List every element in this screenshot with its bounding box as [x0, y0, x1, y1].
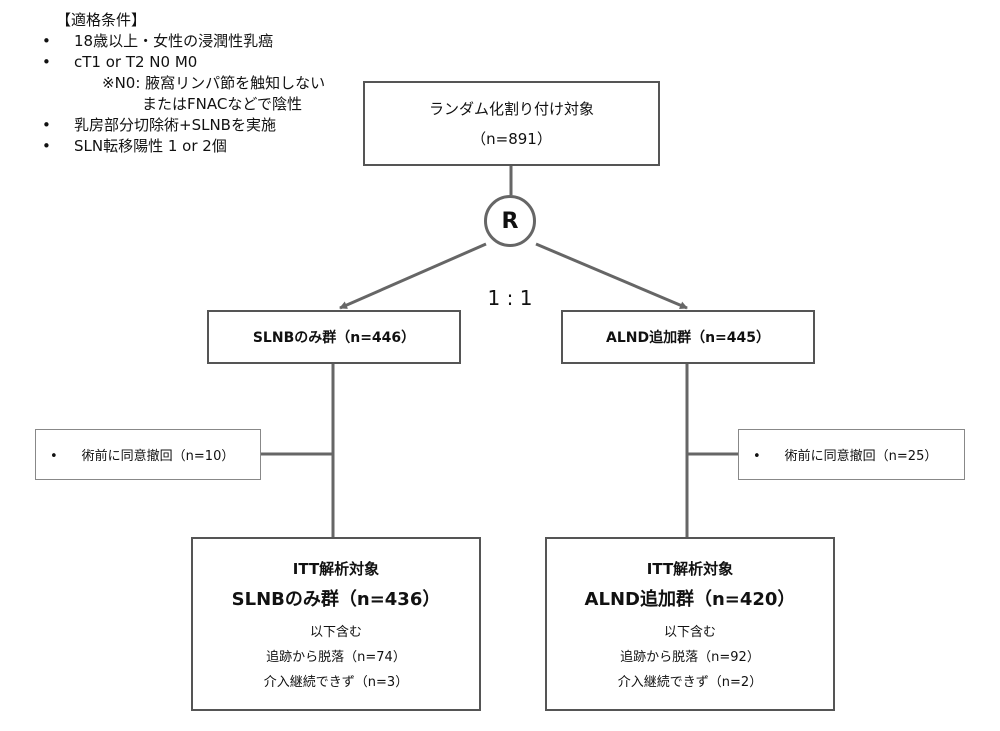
itt-includes-alnd: 以下含む — [663, 624, 716, 640]
exclusion-box-slnb: • 術前に同意撤回（n=10） — [35, 429, 261, 480]
arm-label-alnd: ALND追加群（n=445） — [605, 330, 770, 346]
eligibility-title: 【適格条件】 — [56, 11, 147, 29]
eligibility-item-sln: SLN転移陽性 1 or 2個 — [42, 136, 325, 157]
eligibility-item-age: 18歳以上・女性の浸潤性乳癌 — [42, 31, 325, 52]
exclusion-box-alnd: • 術前に同意撤回（n=25） — [738, 429, 965, 480]
eligibility-criteria: 【適格条件】 18歳以上・女性の浸潤性乳癌 cT1 or T2 N0 M0 ※N… — [42, 10, 325, 157]
exclusion-item-alnd: • 術前に同意撤回（n=25） — [753, 445, 937, 464]
eligibility-note-line2: またはFNACなどで陰性 — [142, 95, 303, 113]
itt-lost-alnd: 追跡から脱落（n=92） — [620, 649, 760, 665]
eligibility-item-surgery: 乳房部分切除術+SLNBを実施 — [42, 115, 325, 136]
allocation-ratio: 1 : 1 — [487, 286, 533, 310]
arm-box-alnd: ALND追加群（n=445） — [561, 310, 815, 364]
randomization-label: ランダム化割り付け対象 — [428, 99, 594, 118]
eligibility-list-continued: 乳房部分切除術+SLNBを実施 SLN転移陽性 1 or 2個 — [42, 115, 325, 157]
itt-discontinued-alnd: 介入継続できず（n=2） — [617, 674, 763, 690]
exclusion-text-slnb: 術前に同意撤回（n=10） — [81, 449, 235, 464]
bullet-icon: • — [50, 449, 58, 464]
itt-discontinued-slnb: 介入継続できず（n=3） — [263, 674, 409, 690]
itt-box-alnd: ITT解析対象 ALND追加群（n=420） 以下含む 追跡から脱落（n=92）… — [545, 537, 835, 711]
itt-box-slnb: ITT解析対象 SLNBのみ群（n=436） 以下含む 追跡から脱落（n=74）… — [191, 537, 481, 711]
eligibility-item-stage: cT1 or T2 N0 M0 — [42, 52, 325, 73]
bullet-icon: • — [753, 449, 761, 464]
arm-box-slnb: SLNBのみ群（n=446） — [207, 310, 461, 364]
itt-includes-slnb: 以下含む — [309, 624, 362, 640]
itt-title-alnd: ITT解析対象 — [646, 559, 734, 578]
arrow-to-left-arm — [339, 242, 487, 310]
itt-arm-slnb: SLNBのみ群（n=436） — [231, 588, 441, 610]
exclusion-text-alnd: 術前に同意撤回（n=25） — [784, 449, 938, 464]
arrow-to-right-arm — [535, 242, 688, 310]
itt-lost-slnb: 追跡から脱落（n=74） — [266, 649, 406, 665]
arm-label-slnb: SLNBのみ群（n=446） — [252, 330, 416, 346]
eligibility-note-line1: ※N0: 腋窩リンパ節を触知しない — [102, 74, 326, 92]
exclusion-item-slnb: • 術前に同意撤回（n=10） — [50, 445, 234, 464]
randomization-count: （n=891） — [471, 129, 552, 148]
randomization-symbol: R — [484, 195, 536, 247]
itt-title-slnb: ITT解析対象 — [292, 559, 380, 578]
eligibility-list: 18歳以上・女性の浸潤性乳癌 cT1 or T2 N0 M0 — [42, 31, 325, 73]
randomization-box: ランダム化割り付け対象 （n=891） — [363, 81, 660, 166]
itt-arm-alnd: ALND追加群（n=420） — [584, 588, 796, 610]
